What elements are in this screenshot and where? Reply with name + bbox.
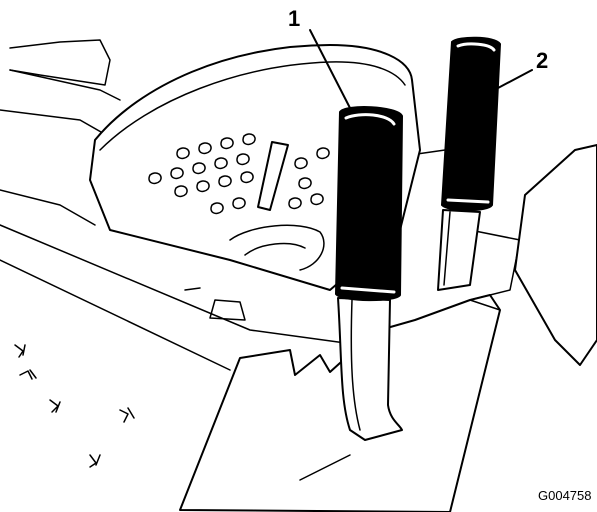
callout-1-label: 1 <box>288 6 300 31</box>
grille-holes <box>148 133 330 215</box>
lever-2 <box>437 36 502 291</box>
grass-clippings <box>14 344 135 468</box>
callout-1-leader <box>309 29 351 109</box>
lever-1 <box>334 106 404 441</box>
figure-id: G004758 <box>538 488 592 503</box>
lever-1-grip <box>334 106 404 302</box>
right-side-panel <box>514 144 597 366</box>
callout-2-leader <box>497 69 533 89</box>
lever-2-grip <box>440 36 502 212</box>
callout-2-label: 2 <box>536 48 548 73</box>
